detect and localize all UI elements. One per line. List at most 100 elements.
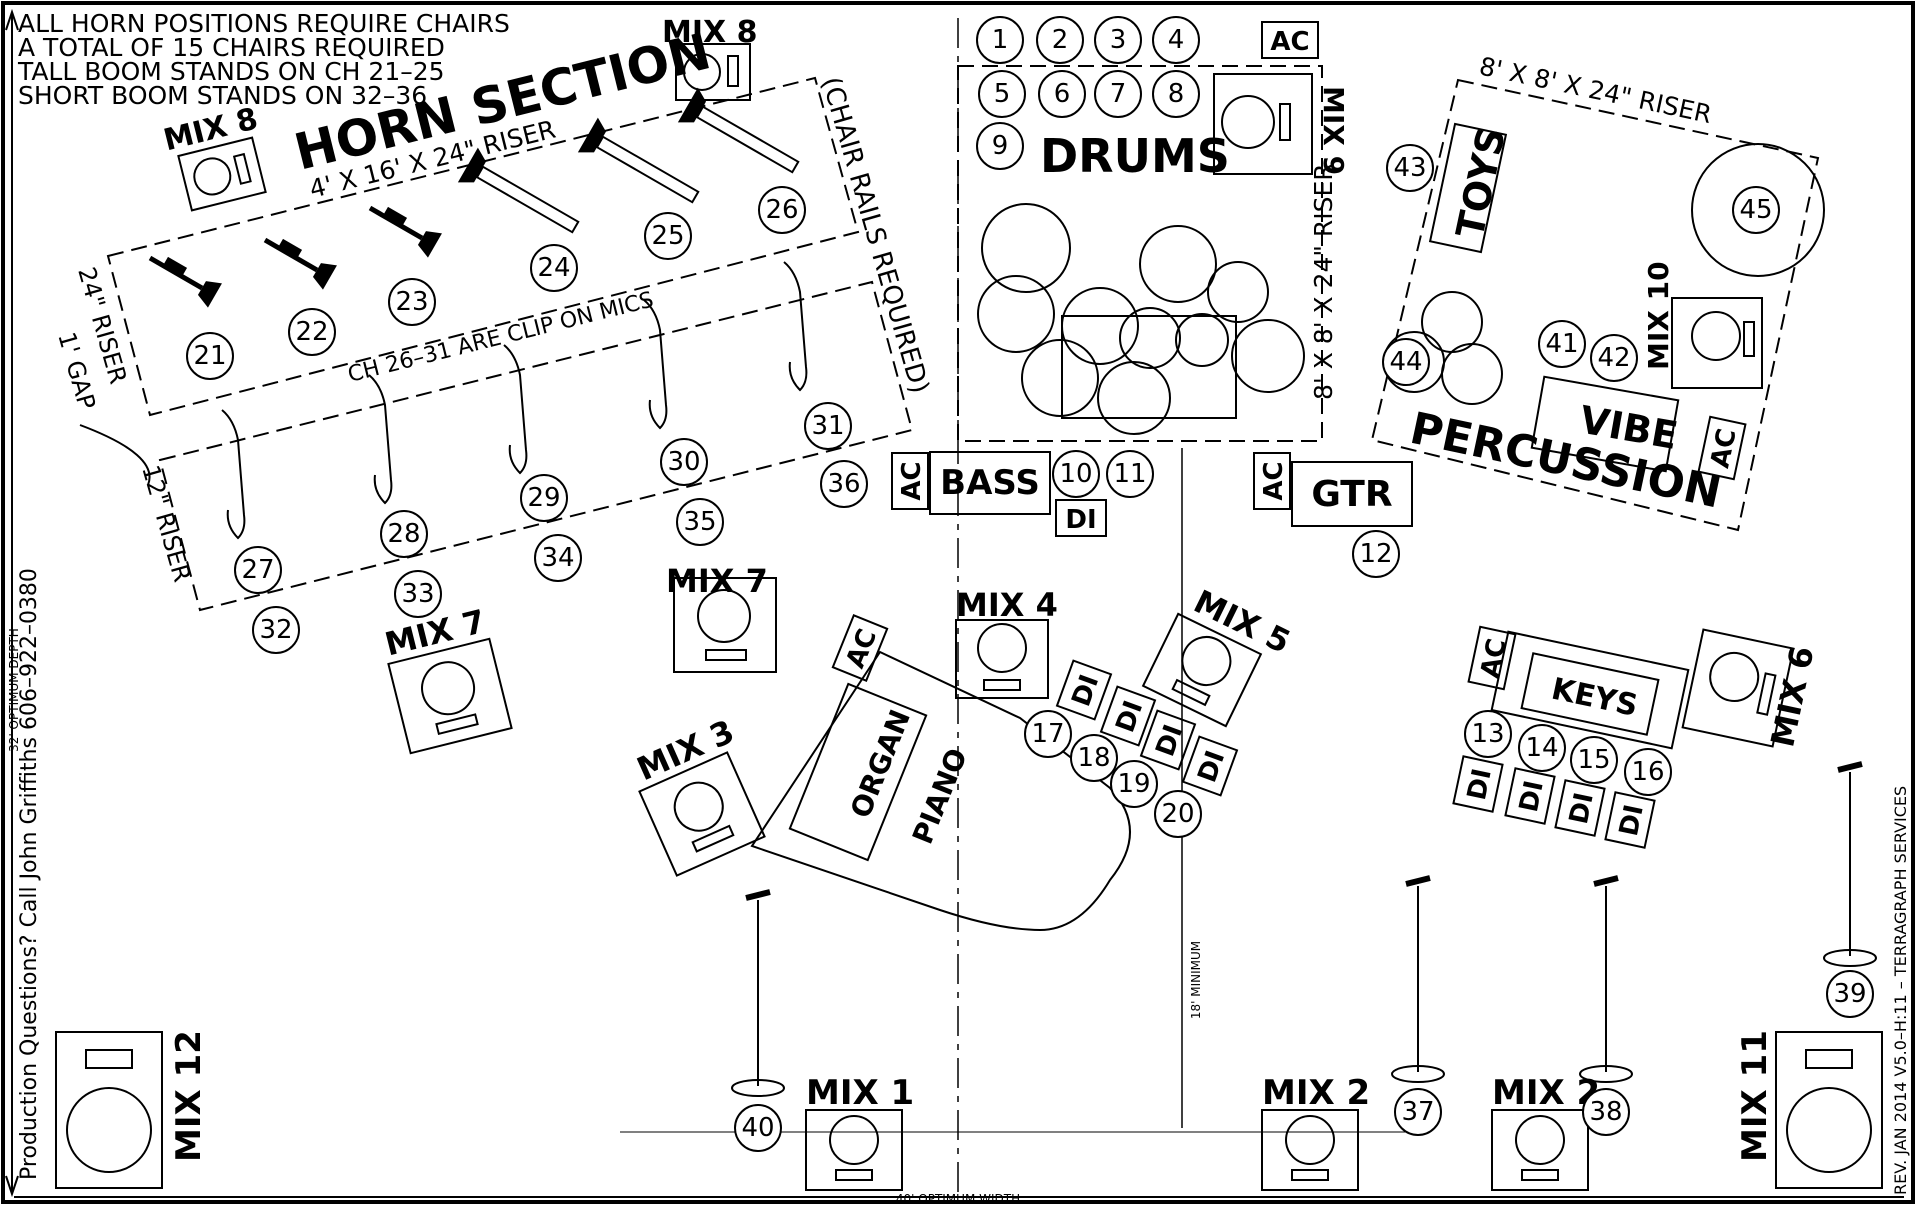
channel-circle bbox=[1070, 734, 1118, 782]
note-line-4: SHORT BOOM STANDS ON 32–36 bbox=[18, 81, 427, 110]
channel-circle bbox=[1152, 16, 1200, 64]
channel-circle bbox=[1386, 144, 1434, 192]
drum-rug bbox=[1061, 315, 1237, 419]
mix-7-label: MIX 7 bbox=[666, 562, 768, 600]
channel-circle bbox=[1518, 724, 1566, 772]
channel-number: 5 bbox=[994, 79, 1011, 109]
channel-circle bbox=[1154, 790, 1202, 838]
channel-number: 11 bbox=[1113, 459, 1146, 489]
channel-circle bbox=[530, 244, 578, 292]
channel-circle bbox=[758, 186, 806, 234]
production-contact: Production Questions? Call John Griffith… bbox=[17, 568, 42, 1180]
guitar-area: GTR bbox=[1291, 461, 1413, 527]
channel-circle bbox=[1570, 736, 1618, 784]
channel-number: 17 bbox=[1031, 719, 1064, 749]
channel-number: 22 bbox=[295, 317, 328, 347]
channel-number: 13 bbox=[1471, 719, 1504, 749]
channel-circle bbox=[734, 1104, 782, 1152]
depth-label: 32' OPTIMUM DEPTH bbox=[7, 628, 21, 752]
channel-number: 16 bbox=[1631, 757, 1664, 787]
mix-5-wedge: MIX 5 bbox=[1141, 582, 1296, 728]
channel-number: 24 bbox=[537, 253, 570, 283]
mic-stand-icon bbox=[1579, 875, 1633, 1083]
mix-6-label: MIX 6 bbox=[1763, 643, 1821, 751]
mix-1-label: MIX 1 bbox=[806, 1073, 914, 1113]
channel-number: 43 bbox=[1393, 153, 1426, 183]
mix-10-wedge: MIX 10 bbox=[1642, 261, 1763, 389]
keys-area: KEYS bbox=[1490, 630, 1690, 750]
width-label: 40' OPTIMUM WIDTH bbox=[896, 1192, 1020, 1205]
mix-12-side-fill: MIX 12 bbox=[55, 1030, 209, 1189]
piano-label: PIANO bbox=[906, 744, 974, 849]
channel-circle bbox=[1352, 530, 1400, 578]
channel-circle bbox=[820, 460, 868, 508]
channel-circle bbox=[1826, 970, 1874, 1018]
drum-icon bbox=[1139, 225, 1217, 303]
trumpet-icon bbox=[368, 205, 442, 258]
drum-riser: DRUMS 8' X 8' X 24" RISER bbox=[957, 65, 1338, 442]
channel-circle bbox=[660, 438, 708, 486]
channel-number: 1 bbox=[992, 25, 1009, 55]
bass-area: BASS DI bbox=[929, 451, 1107, 537]
channel-number: 26 bbox=[765, 195, 798, 225]
channel-circle bbox=[394, 570, 442, 618]
channel-circle bbox=[1590, 334, 1638, 382]
channel-number: 19 bbox=[1117, 769, 1150, 799]
di-label: DI bbox=[1614, 802, 1650, 839]
depth-arrow-bottom bbox=[5, 1175, 19, 1198]
channel-number: 10 bbox=[1059, 459, 1092, 489]
mix-11-side-fill: MIX 11 bbox=[1735, 1030, 1883, 1189]
mic-stand-icon bbox=[1823, 761, 1877, 967]
mic-stands bbox=[731, 761, 1877, 1097]
saxophone-icon bbox=[783, 261, 808, 392]
guitar-label: GTR bbox=[1311, 474, 1392, 515]
ac-label: AC bbox=[1270, 27, 1309, 57]
note-line-2: A TOTAL OF 15 CHAIRS REQUIRED bbox=[18, 33, 445, 62]
channel-number: 20 bbox=[1161, 799, 1194, 829]
channel-number: 7 bbox=[1110, 79, 1127, 109]
mix-8-label: MIX 8 bbox=[662, 15, 757, 50]
channel-circle bbox=[1110, 760, 1158, 808]
di-label: DI bbox=[1462, 766, 1498, 803]
channel-number: 35 bbox=[683, 507, 716, 537]
drum-riser-outline bbox=[957, 65, 1323, 442]
channel-circle bbox=[976, 122, 1024, 170]
channel-circle bbox=[1024, 710, 1072, 758]
gap-arc bbox=[79, 424, 151, 486]
organ-box bbox=[788, 682, 928, 862]
drum-icon bbox=[1119, 307, 1181, 369]
bass-di-box bbox=[1055, 499, 1107, 537]
mix-6-wedge: MIX 6 bbox=[1681, 628, 1822, 751]
horn-section: HORN SECTION 4' X 16' X 24" RISER (CHAIR… bbox=[52, 22, 934, 612]
channel-circle bbox=[234, 546, 282, 594]
drum-icon bbox=[1061, 287, 1139, 365]
channel-circle bbox=[1582, 1088, 1630, 1136]
di-label: DI bbox=[1514, 778, 1550, 815]
mix-2-wedge: MIX 2 bbox=[1261, 1073, 1370, 1191]
conga-icon bbox=[1441, 343, 1503, 405]
mic-stand-icon bbox=[1391, 875, 1445, 1083]
note-line-1: ALL HORN POSITIONS REQUIRE CHAIRS bbox=[18, 9, 510, 38]
channel-circle bbox=[186, 332, 234, 380]
horn-riser-12 bbox=[158, 280, 914, 612]
channel-circle bbox=[676, 498, 724, 546]
mix-8b-wedge: MIX 8 bbox=[160, 101, 267, 212]
mix-2b-wedge: MIX 2 bbox=[1491, 1073, 1600, 1191]
bass-di-label: DI bbox=[1065, 505, 1096, 535]
channel-number: 8 bbox=[1168, 79, 1185, 109]
channel-number: 30 bbox=[667, 447, 700, 477]
channel-circle bbox=[644, 212, 692, 260]
trumpet-icon bbox=[148, 255, 222, 308]
vibe-box bbox=[1530, 375, 1680, 473]
channel-circle bbox=[534, 534, 582, 582]
riser-12-label: 12" RISER bbox=[136, 462, 196, 585]
channel-number: 34 bbox=[541, 543, 574, 573]
saxophone-icon bbox=[221, 409, 246, 540]
channel-number: 40 bbox=[741, 1113, 774, 1143]
drum-icon bbox=[981, 203, 1071, 293]
mix-5-label: MIX 5 bbox=[1188, 582, 1296, 661]
revision-text: REV. JAN 2014 V5.0–H:11 – TERRAGRAPH SER… bbox=[1891, 786, 1910, 1195]
trumpet-icon bbox=[263, 237, 337, 290]
percussion-riser-outline bbox=[1370, 78, 1820, 532]
